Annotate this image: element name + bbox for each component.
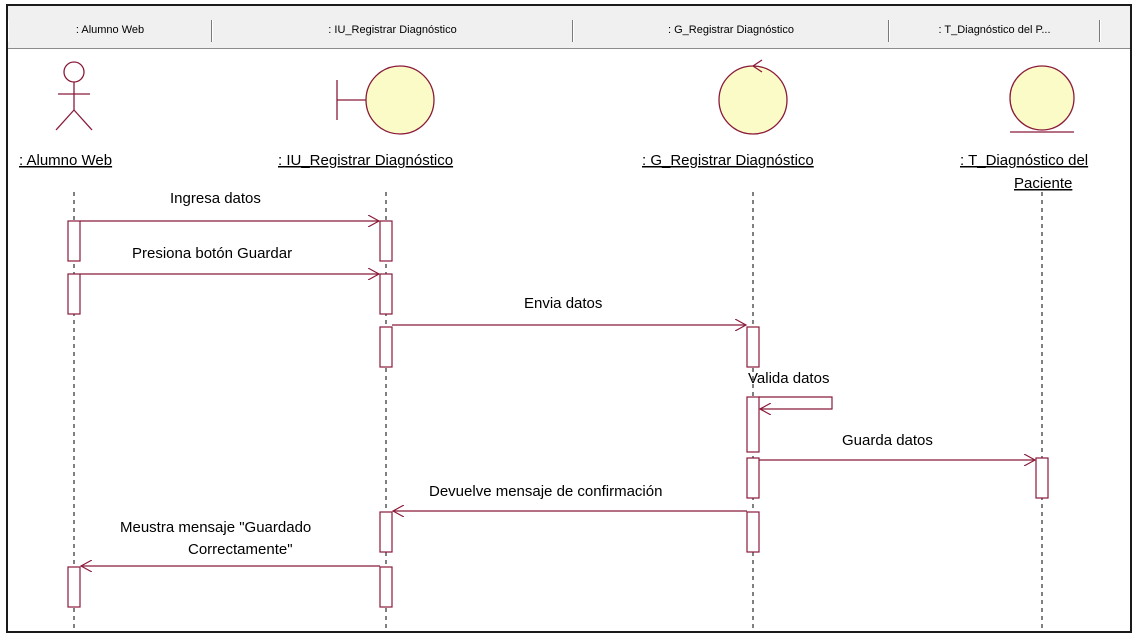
message-label-devuelve-mensaje: Devuelve mensaje de confirmación — [429, 483, 662, 500]
activation-boundary-2 — [379, 273, 393, 315]
activation-boundary-4 — [379, 511, 393, 553]
entity-icon[interactable] — [1009, 65, 1075, 133]
message-label-presiona-boton: Presiona botón Guardar — [132, 245, 292, 262]
header-cell-iu-registrar[interactable]: : IU_Registrar Diagnóstico — [212, 20, 573, 42]
header-cell-t-diagnostico[interactable]: : T_Diagnóstico del P... — [889, 20, 1100, 42]
activation-actor-2 — [67, 273, 81, 315]
sequence-diagram: : Alumno Web : IU_Registrar Diagnóstico … — [19, 59, 1088, 631]
boundary-icon[interactable] — [336, 65, 435, 135]
message-label-ingresa-datos: Ingresa datos — [170, 190, 261, 207]
actor-name-label: : Alumno Web — [19, 152, 112, 169]
control-name-label: : G_Registrar Diagnóstico — [642, 152, 814, 169]
header-cell-g-registrar[interactable]: : G_Registrar Diagnóstico — [573, 20, 889, 42]
activation-control-4 — [746, 511, 760, 553]
activation-boundary-5 — [379, 566, 393, 608]
column-header-bar: : Alumno Web : IU_Registrar Diagnóstico … — [8, 6, 1130, 49]
message-arrow-valida-datos — [759, 396, 833, 409]
activation-actor-3 — [67, 566, 81, 608]
actor-icon[interactable] — [55, 61, 93, 131]
message-label-valida-datos: Valida datos — [748, 370, 829, 387]
activation-control-1 — [746, 326, 760, 368]
header-cell-empty — [1100, 20, 1130, 42]
control-icon[interactable] — [718, 59, 788, 135]
entity-name-label-line2: Paciente — [1014, 175, 1072, 192]
activation-control-3 — [746, 457, 760, 499]
activation-boundary-1 — [379, 220, 393, 262]
message-label-muestra-mensaje-line2: Correctamente" — [188, 541, 293, 558]
header-cell-alumno-web[interactable]: : Alumno Web — [8, 20, 212, 42]
entity-name-label-line1: : T_Diagnóstico del — [960, 152, 1088, 169]
diagram-window: : Alumno Web : IU_Registrar Diagnóstico … — [6, 4, 1132, 633]
activation-entity-1 — [1035, 457, 1049, 499]
message-label-muestra-mensaje-line1: Meustra mensaje "Guardado — [120, 519, 311, 536]
boundary-name-label: : IU_Registrar Diagnóstico — [278, 152, 453, 169]
activation-control-2 — [746, 396, 760, 453]
message-label-envia-datos: Envia datos — [524, 295, 602, 312]
activation-boundary-3 — [379, 326, 393, 368]
activation-actor-1 — [67, 220, 81, 262]
message-label-guarda-datos: Guarda datos — [842, 432, 933, 449]
